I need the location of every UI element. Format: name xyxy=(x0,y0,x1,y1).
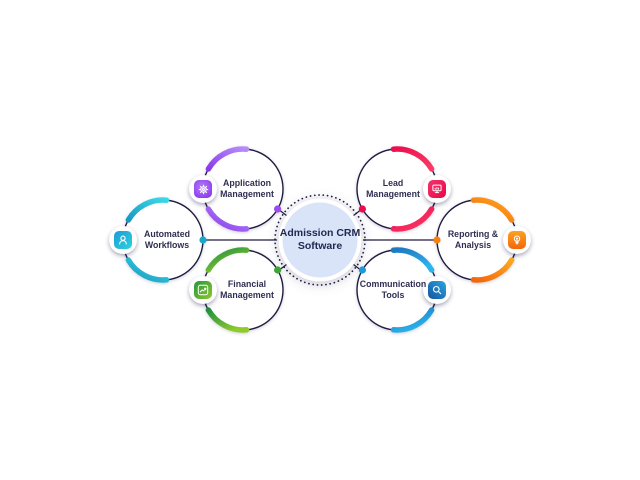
node-ring xyxy=(202,247,284,333)
node-ring xyxy=(356,146,438,232)
connector-dot xyxy=(433,236,441,244)
hub-fill xyxy=(282,202,358,278)
node-badge xyxy=(503,226,531,254)
user-icon xyxy=(119,235,127,245)
node-ring xyxy=(202,146,284,232)
connector-dot xyxy=(358,266,366,274)
node-badge xyxy=(423,175,451,203)
connector-dot xyxy=(274,205,282,213)
dotted-ring xyxy=(274,194,366,286)
chart-icon xyxy=(197,284,209,296)
search-icon xyxy=(432,285,442,295)
node-badge xyxy=(189,276,217,304)
node-reporting-analysis: Reporting & Analysis xyxy=(422,185,532,295)
node-application-management: Application Management xyxy=(188,134,298,244)
node-badge xyxy=(109,226,137,254)
node-badge xyxy=(423,276,451,304)
node-automated-workflows: Automated Workflows xyxy=(108,185,218,295)
lightbulb-icon xyxy=(513,235,521,245)
center-hub xyxy=(274,194,366,286)
monitor-icon xyxy=(432,184,442,194)
connector-dot xyxy=(358,205,366,213)
connector-dot xyxy=(274,266,282,274)
node-badge xyxy=(189,175,217,203)
node-ring xyxy=(122,197,207,283)
node-financial-management: Financial Management xyxy=(188,235,298,345)
gear-icon xyxy=(198,184,208,194)
node-ring xyxy=(356,247,438,333)
connector-dot xyxy=(199,236,207,244)
node-lead-management: Lead Management xyxy=(342,134,452,244)
